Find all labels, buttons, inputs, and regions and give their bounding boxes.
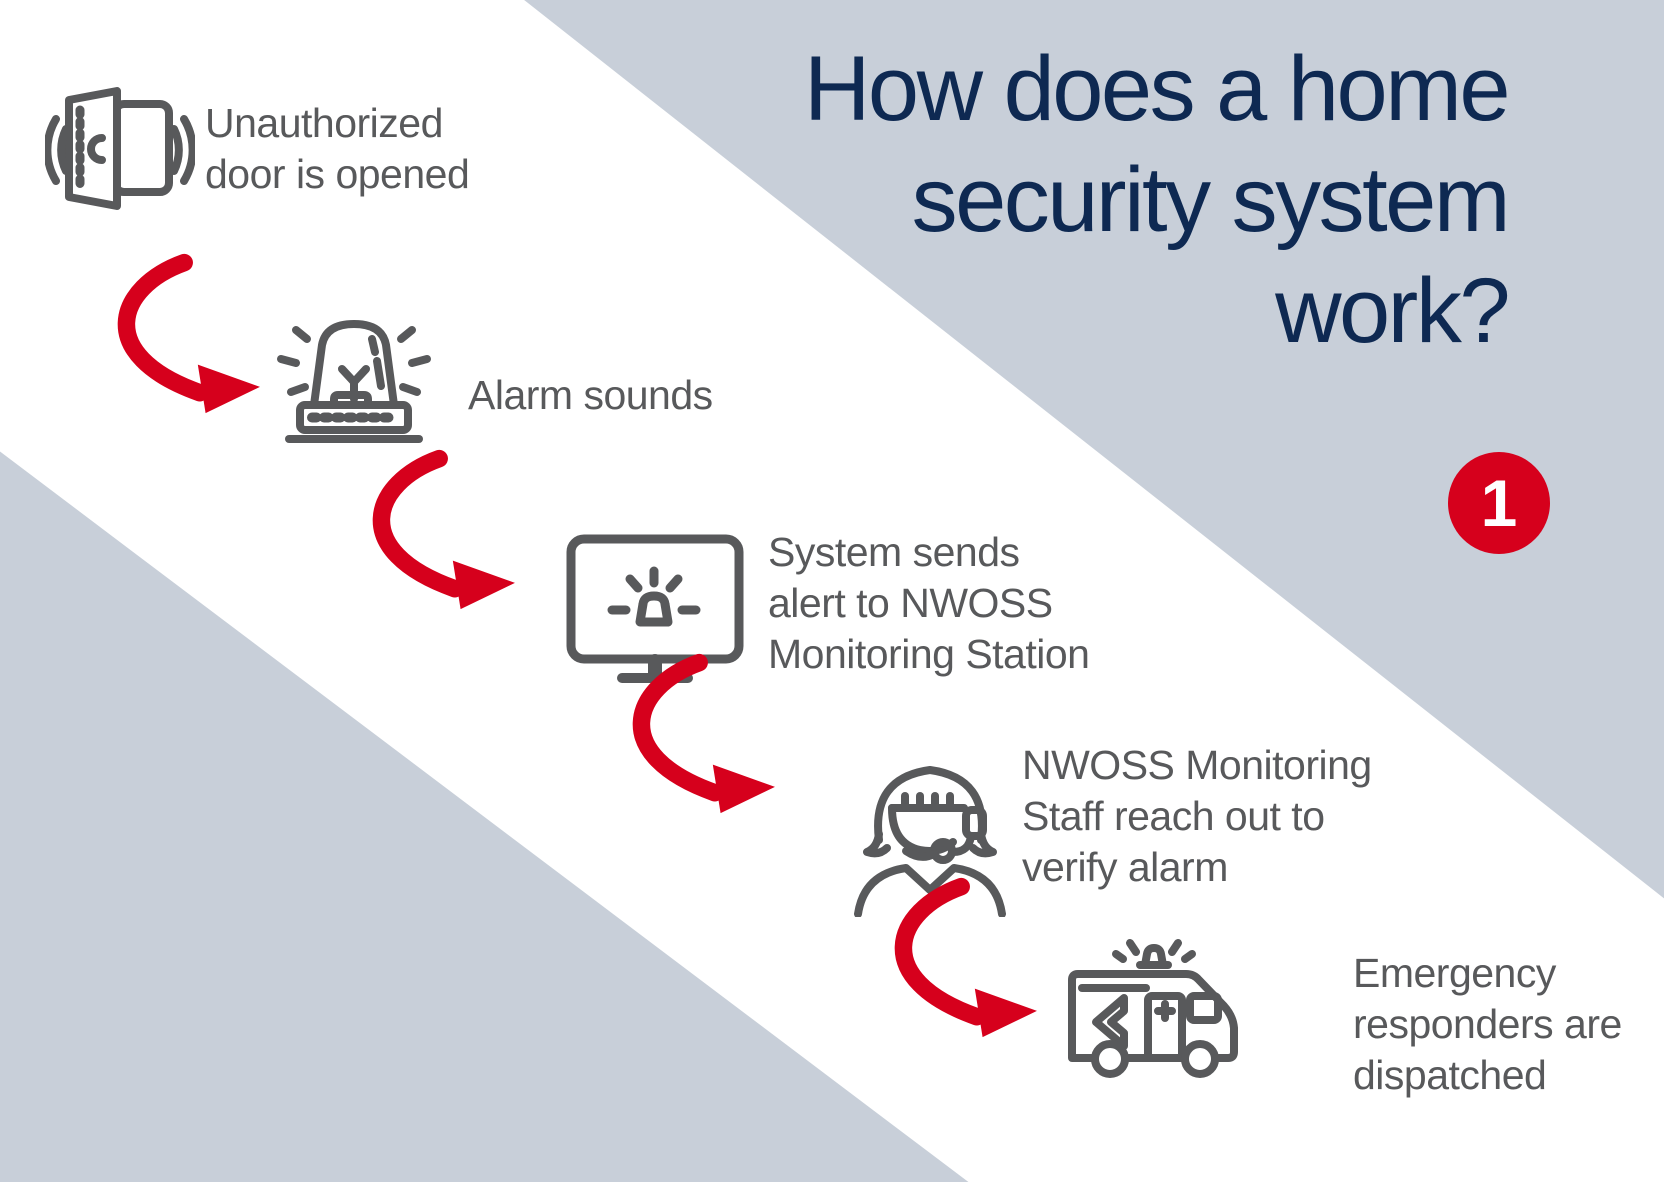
step-5-label-line-3: dispatched	[1353, 1052, 1547, 1098]
flow-arrow-1	[85, 250, 265, 417]
step-1-label: Unauthorized door is opened	[205, 98, 470, 200]
page-title: How does a home security system work?	[803, 34, 1511, 367]
flow-arrow-4	[862, 874, 1042, 1041]
page-number: 1	[1480, 466, 1518, 540]
step-2-label: Alarm sounds	[468, 370, 713, 421]
step-4-label-line-3: verify alarm	[1022, 844, 1228, 890]
page-title-line-1: How does a home	[803, 38, 1511, 140]
step-5-label: Emergency responders are dispatched	[1353, 948, 1622, 1101]
flow-arrow-2	[340, 446, 520, 613]
step-1-label-line-1: Unauthorized	[205, 100, 443, 146]
page-title-line-2: security system	[911, 149, 1511, 251]
step-3-label-line-3: Monitoring Station	[768, 631, 1090, 677]
ambulance-icon	[1068, 939, 1238, 1078]
step-2-label-line-1: Alarm sounds	[468, 372, 713, 418]
operator-headset-icon	[854, 766, 1006, 917]
step-3-label-line-2: alert to NWOSS	[768, 580, 1053, 626]
step-3-label-line-1: System sends	[768, 529, 1020, 575]
step-1-label-line-2: door is opened	[205, 151, 470, 197]
flow-arrow-3	[600, 650, 780, 817]
step-5-label-line-1: Emergency	[1353, 950, 1556, 996]
page-title-line-3: work?	[1275, 260, 1510, 362]
page-number-badge: 1	[1448, 452, 1550, 554]
step-4-label: NWOSS Monitoring Staff reach out to veri…	[1022, 740, 1372, 893]
step-4-label-line-1: NWOSS Monitoring	[1022, 742, 1372, 788]
step-3-label: System sends alert to NWOSS Monitoring S…	[768, 527, 1090, 680]
step-4-label-line-2: Staff reach out to	[1022, 793, 1325, 839]
step-5-label-line-2: responders are	[1353, 1001, 1622, 1047]
door-sensor-icon	[45, 87, 195, 210]
siren-icon	[277, 320, 431, 443]
